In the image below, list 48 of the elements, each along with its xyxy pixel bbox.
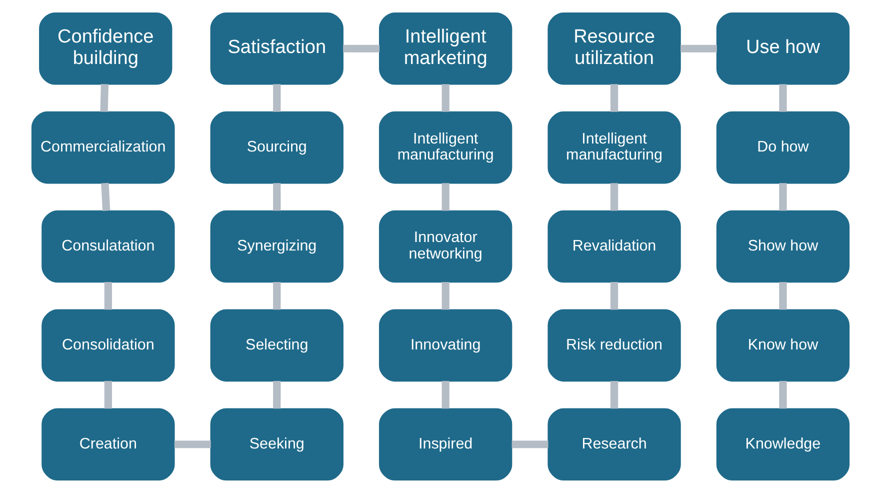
- node-box: Do how: [716, 111, 850, 184]
- node-box: Selecting: [210, 309, 343, 382]
- node-box: Synergizing: [210, 210, 343, 283]
- node-box: Confidence building: [38, 12, 172, 85]
- connector: [272, 183, 280, 211]
- node-box: Research: [547, 408, 680, 481]
- connector: [174, 440, 210, 448]
- connector: [680, 44, 716, 52]
- connector: [272, 282, 280, 310]
- node-box: Innovator networking: [378, 210, 512, 283]
- node-box: Knowledge: [716, 408, 850, 481]
- node-box: Seeking: [210, 408, 343, 481]
- connector: [778, 380, 786, 409]
- node-box: Use how: [716, 12, 850, 85]
- node-box: Consulatation: [41, 210, 174, 283]
- node-box: Consolidation: [41, 309, 174, 382]
- node-box: Show how: [716, 210, 850, 283]
- node-box: Commercialization: [30, 111, 174, 184]
- connector: [778, 84, 786, 112]
- connector: [441, 380, 449, 409]
- connector: [342, 44, 380, 52]
- connector: [441, 282, 449, 310]
- connector: [610, 183, 618, 211]
- node-box: Intelligent marketing: [378, 12, 512, 85]
- node-box: Satisfaction: [210, 12, 343, 85]
- connector: [100, 182, 110, 211]
- node-box: Resource utilization: [547, 12, 680, 85]
- connector: [610, 380, 618, 409]
- node-box: Intelligent manufacturing: [547, 111, 680, 184]
- connector: [778, 183, 786, 211]
- connector: [272, 380, 280, 409]
- node-box: Know how: [716, 309, 850, 382]
- connector: [610, 84, 618, 112]
- node-box: Inspired: [378, 408, 512, 481]
- connector: [610, 282, 618, 310]
- node-box: Intelligent manufacturing: [378, 111, 512, 184]
- node-box: Innovating: [378, 309, 512, 382]
- connector: [441, 183, 449, 211]
- connector: [778, 282, 786, 310]
- connector: [441, 84, 449, 112]
- connector: [104, 282, 112, 310]
- connector: [272, 84, 280, 112]
- connector: [104, 380, 112, 409]
- node-box: Revalidation: [547, 210, 680, 283]
- node-box: Sourcing: [210, 111, 343, 184]
- connector: [511, 440, 548, 448]
- node-box: Risk reduction: [547, 309, 680, 382]
- node-box: Creation: [41, 408, 174, 481]
